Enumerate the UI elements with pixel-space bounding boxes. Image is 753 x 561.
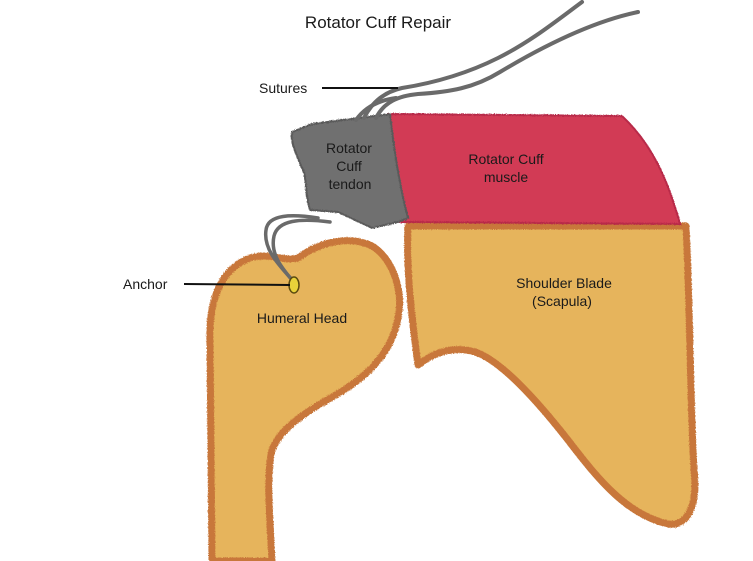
scapula-bone (404, 222, 699, 528)
tendon-label-line-2: Cuff (336, 158, 362, 174)
anchor-icon (288, 276, 300, 294)
tendon-label-line-3: tendon (329, 176, 372, 192)
rotator-cuff-muscle (386, 112, 682, 226)
suture-strand-3 (354, 96, 398, 122)
humerus-bone (206, 237, 404, 561)
suture-strand-2 (374, 10, 640, 120)
scapula-label-line-2: (Scapula) (532, 293, 592, 309)
anchor-callout-line (183, 283, 291, 286)
rotator-cuff-tendon (290, 112, 410, 230)
diagram-title: Rotator Cuff Repair (305, 13, 451, 32)
sutures (354, 0, 640, 122)
sutures-label: Sutures (259, 80, 307, 96)
suture-strand-1 (362, 0, 584, 120)
anchor-suture-strand-2 (263, 214, 320, 284)
muscle-label-line-2: muscle (484, 169, 529, 185)
scapula-label-line-1: Shoulder Blade (516, 275, 612, 291)
anchor-label: Anchor (123, 276, 168, 292)
humeral-head-label: Humeral Head (257, 310, 347, 326)
muscle-label-line-1: Rotator Cuff (468, 151, 543, 167)
anchor-sutures (263, 214, 332, 284)
tendon-label-line-1: Rotator (326, 140, 372, 156)
